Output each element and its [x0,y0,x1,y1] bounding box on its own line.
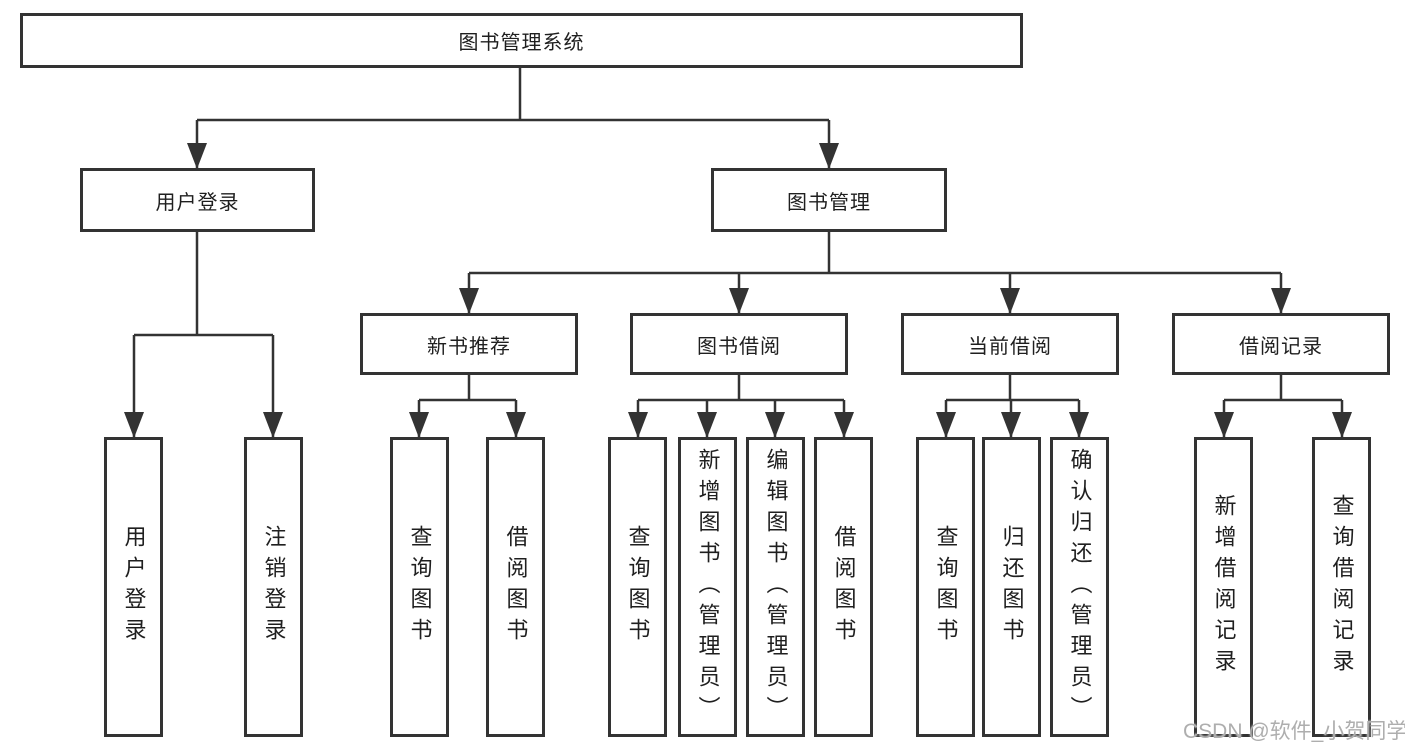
node-borrow-records: 借阅记录 [1172,313,1390,375]
node-user-login: 用户登录 [80,168,315,232]
node-book-borrow-label: 图书借阅 [697,335,781,358]
node-new-book-recommend: 新书推荐 [360,313,578,375]
leaf-confirm-return-admin-label: 确认归还（管理员） [1067,447,1093,727]
node-book-borrow: 图书借阅 [630,313,848,375]
csdn-watermark: CSDN @软件_小贺同学 [1183,720,1405,743]
leaf-add-books-admin-label: 新增图书（管理员） [695,447,721,727]
leaf-user-login-label: 用户登录 [121,525,147,649]
leaf-add-borrow-record: 新增借阅记录 [1194,437,1253,737]
leaf-return-books: 归还图书 [982,437,1041,737]
leaf-query-books-current-label: 查询图书 [933,525,959,649]
leaf-borrow-books-recommend: 借阅图书 [486,437,545,737]
leaf-return-books-label: 归还图书 [999,525,1025,649]
leaf-confirm-return-admin: 确认归还（管理员） [1050,437,1109,737]
node-root-label: 图书管理系统 [458,32,585,54]
leaf-query-borrow-record: 查询借阅记录 [1312,437,1371,737]
leaf-add-books-admin: 新增图书（管理员） [678,437,737,737]
leaf-query-books-borrow: 查询图书 [608,437,667,737]
leaf-query-books-recommend: 查询图书 [390,437,449,737]
node-current-borrow: 当前借阅 [901,313,1119,375]
node-user-login-label: 用户登录 [155,191,240,214]
leaf-edit-books-admin-label: 编辑图书（管理员） [763,447,789,727]
leaf-logout: 注销登录 [244,437,303,737]
leaf-query-books-recommend-label: 查询图书 [407,525,433,649]
leaf-borrow-books: 借阅图书 [814,437,873,737]
leaf-query-borrow-record-label: 查询借阅记录 [1329,494,1355,680]
leaf-edit-books-admin: 编辑图书（管理员） [746,437,805,737]
leaf-borrow-books-label: 借阅图书 [831,525,857,649]
leaf-user-login: 用户登录 [104,437,163,737]
node-current-borrow-label: 当前借阅 [968,335,1052,358]
leaf-add-borrow-record-label: 新增借阅记录 [1211,494,1237,680]
leaf-query-books-current: 查询图书 [916,437,975,737]
node-borrow-records-label: 借阅记录 [1239,335,1323,358]
node-book-management-label: 图书管理 [787,191,871,214]
node-root: 图书管理系统 [20,13,1023,68]
node-new-book-recommend-label: 新书推荐 [427,335,511,358]
leaf-query-books-borrow-label: 查询图书 [625,525,651,649]
leaf-logout-label: 注销登录 [261,525,287,649]
node-book-management: 图书管理 [711,168,947,232]
leaf-borrow-books-recommend-label: 借阅图书 [503,525,529,649]
